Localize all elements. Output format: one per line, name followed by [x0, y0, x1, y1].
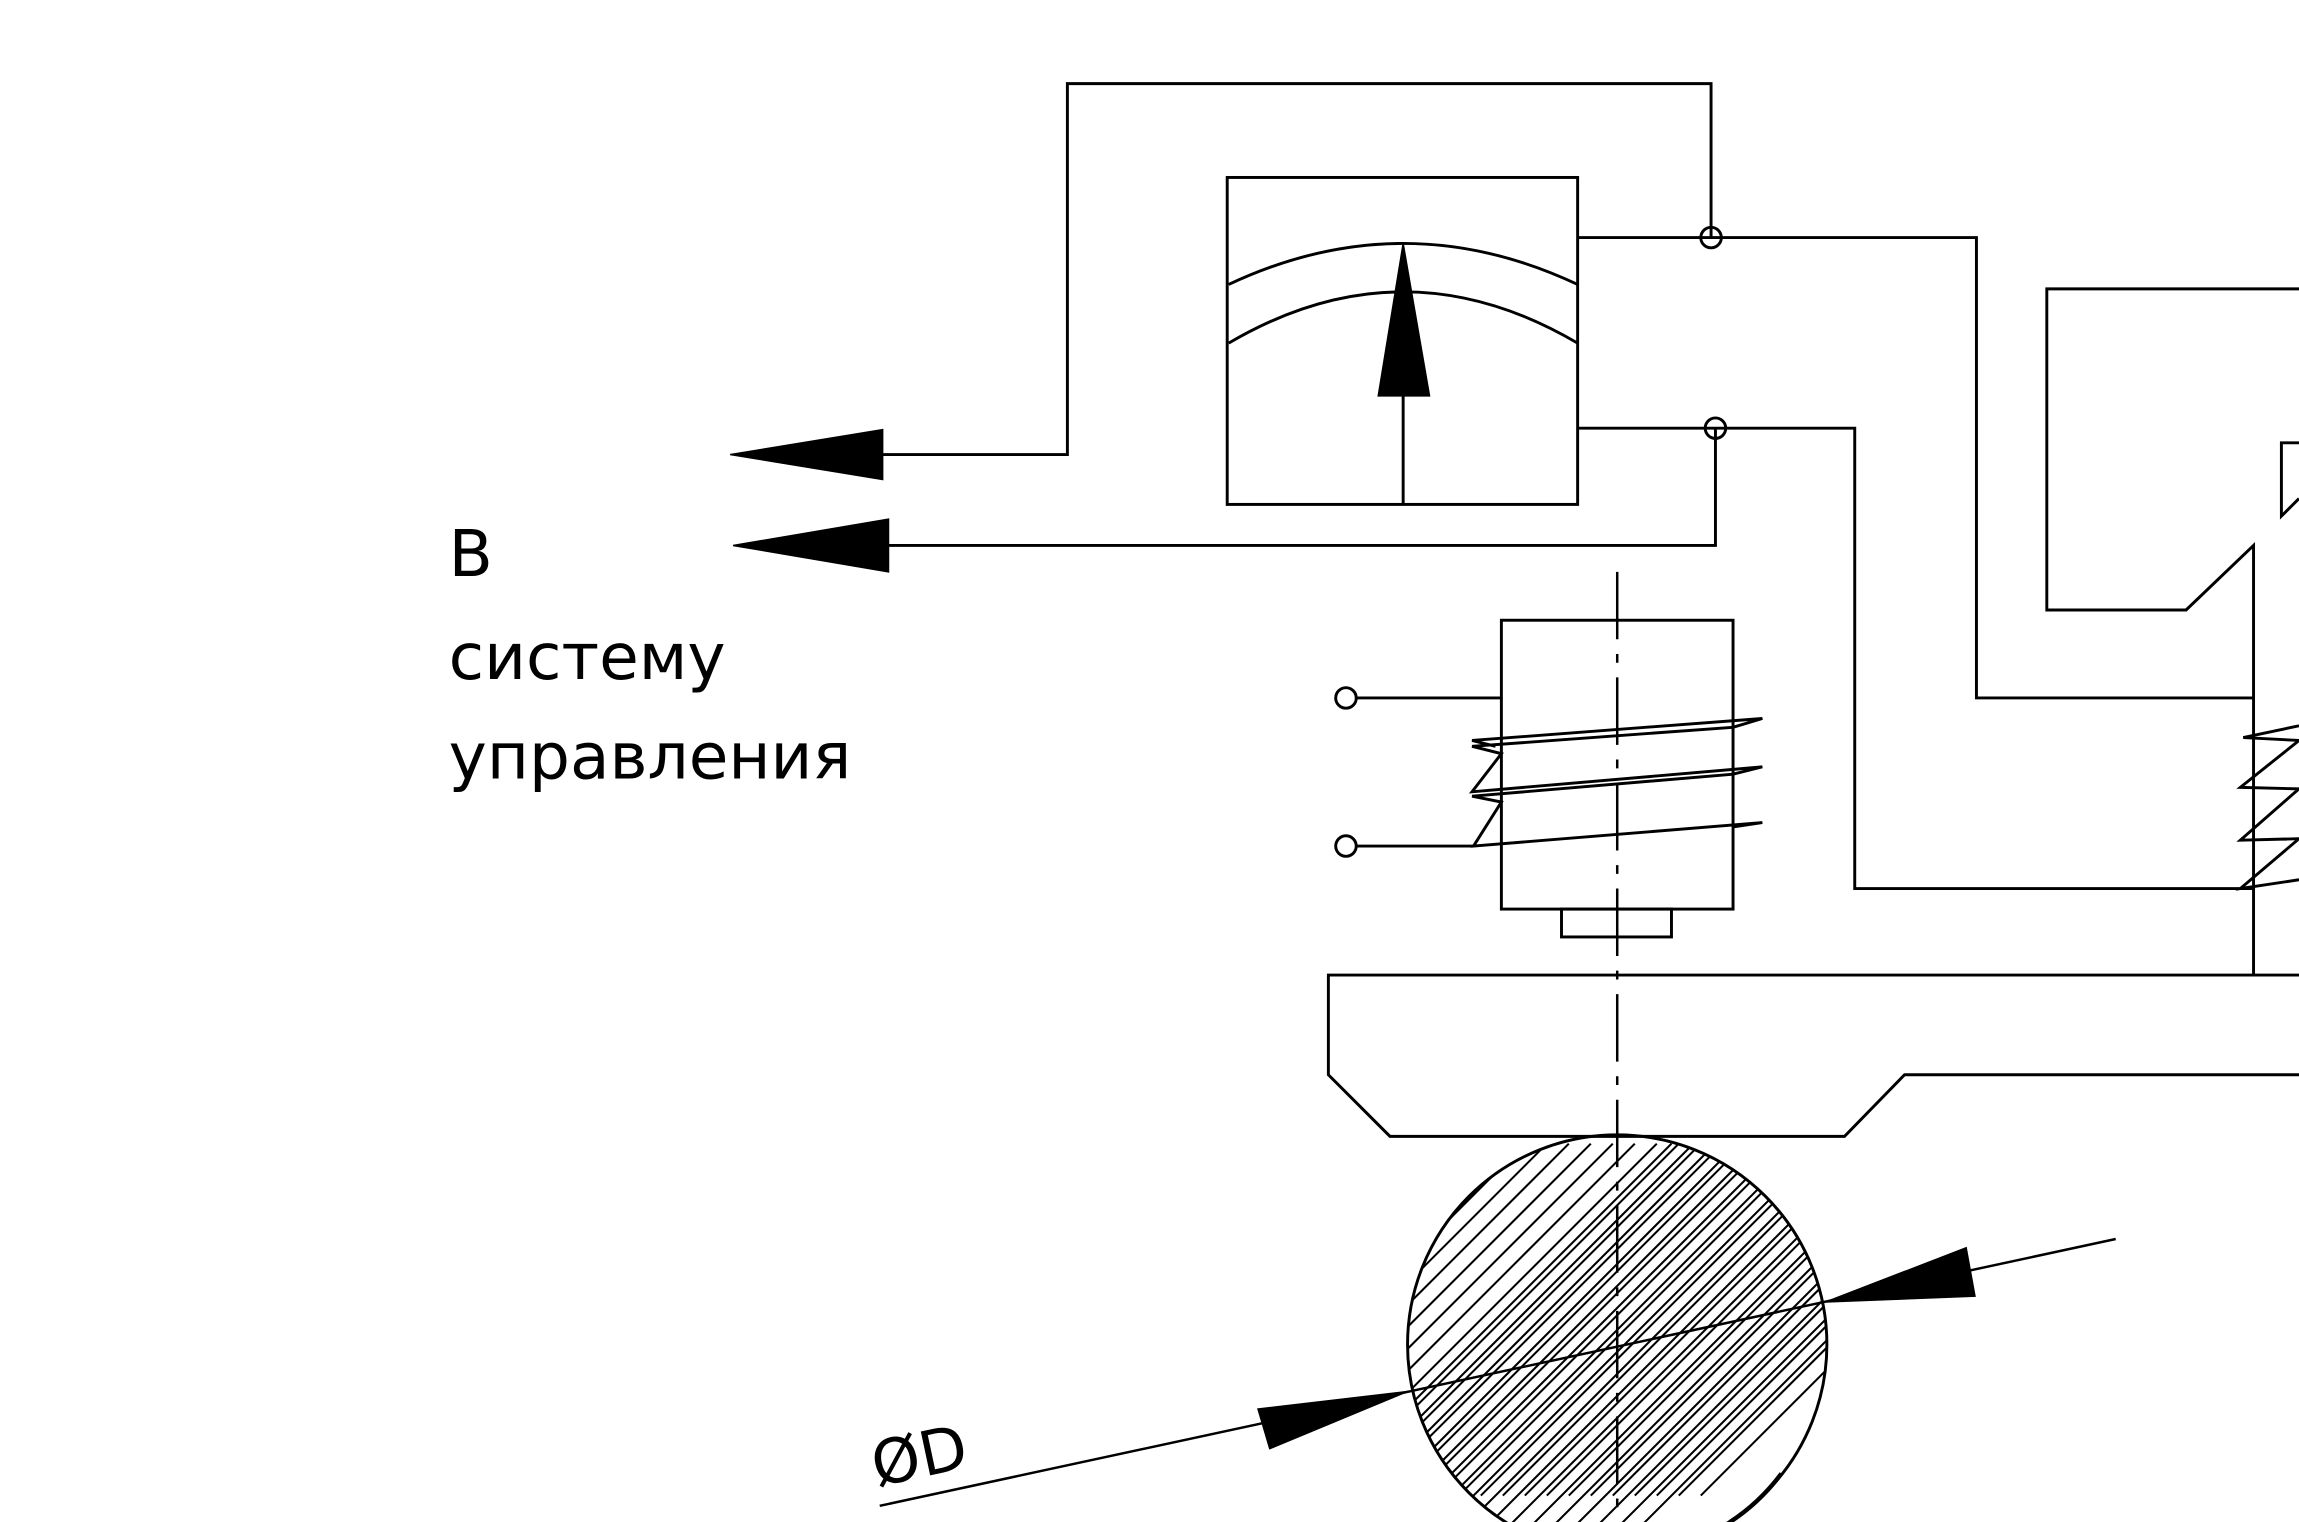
- destination-label: В систему управления: [449, 517, 852, 794]
- shaft-bottom-edge: [1728, 1472, 1784, 1522]
- coil-winding: [1468, 717, 1763, 848]
- coil-terminal-lower: [1334, 834, 1358, 858]
- dimension-arrow-right: [1825, 1246, 1976, 1303]
- shaft-cross-section: [1406, 1133, 1829, 1522]
- label-line-2: систему: [449, 620, 726, 695]
- label-line-1: В: [449, 517, 493, 592]
- gauge-lead-lower: [1577, 426, 2254, 891]
- signal-arrow-upper: [730, 428, 884, 481]
- gauge-pointer-arrow: [1377, 243, 1431, 397]
- signal-wire-upper: [879, 82, 1713, 457]
- terminal-node-lower: [1703, 416, 1728, 440]
- measuring-lever: [1326, 973, 2299, 1138]
- terminal-node-upper: [1699, 225, 1723, 250]
- shaft-hatching: [1407, 1142, 1827, 1522]
- output-signal-lines: [730, 82, 1717, 573]
- right-coil-winding: [2235, 724, 2299, 891]
- label-line-3: управления: [449, 720, 852, 795]
- right-sensor-frame: [2045, 287, 2299, 976]
- diameter-dimension: ØD: [865, 1237, 2116, 1508]
- dimension-arrow-left: [1257, 1390, 1408, 1450]
- right-sensor: [2045, 287, 2299, 976]
- signal-arrow-lower: [732, 518, 890, 573]
- coil-terminal-upper: [1334, 686, 1358, 710]
- right-sensor-inner: [2279, 441, 2299, 520]
- measuring-gauge: [1225, 175, 2254, 891]
- lever-body: [1326, 973, 2299, 1138]
- inductive-sensor: [1334, 618, 1763, 939]
- gauge-lead-upper: [1577, 236, 2254, 700]
- signal-wire-lower: [885, 428, 1717, 547]
